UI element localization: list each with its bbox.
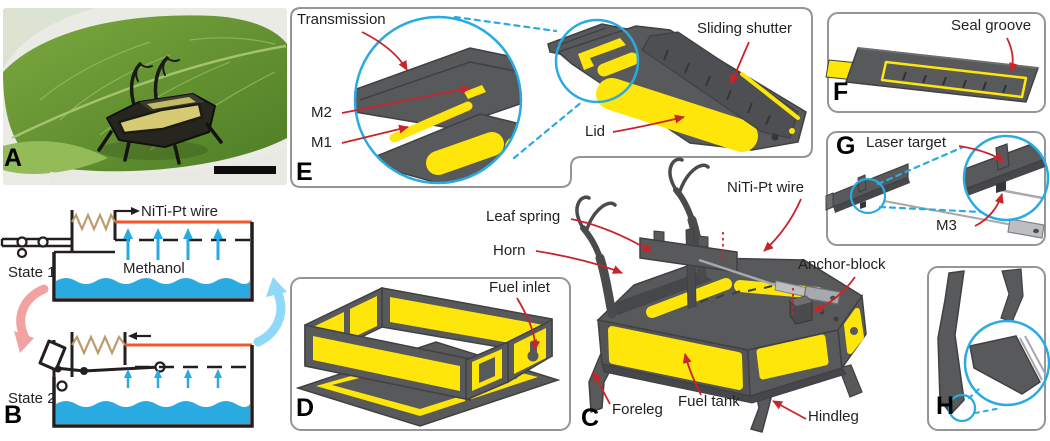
tank-state2 — [52, 345, 254, 428]
label-m2: M2 — [311, 104, 332, 121]
label-niti-wire-b: NiTi-Pt wire — [141, 203, 218, 220]
panel-c-leaders — [535, 198, 856, 420]
robot-photo — [97, 56, 223, 165]
panel-b-art — [0, 207, 287, 428]
panel-g-art — [825, 134, 1050, 239]
label-anchor-block: Anchor-block — [798, 256, 886, 273]
zoom-circle-small-g — [849, 177, 887, 215]
panel-g-letter: G — [836, 132, 856, 160]
label-fuel-tank: Fuel tank — [678, 393, 740, 410]
panel-c-letter: C — [581, 404, 600, 432]
panel-f-letter: F — [833, 78, 849, 106]
zoom-circle-small-h — [947, 393, 977, 423]
panel-a-letter: A — [4, 144, 23, 172]
label-state1: State 1 — [8, 264, 56, 281]
foot-closeup — [969, 335, 1048, 395]
m2-part — [464, 85, 486, 99]
sliding-shutter-part — [641, 31, 799, 139]
lever — [38, 339, 67, 372]
fuel-inlet-hole — [527, 350, 539, 362]
laser-target-tab — [857, 174, 867, 193]
niti-wire-part — [698, 258, 779, 288]
horn-left — [575, 195, 617, 319]
zoom-circle-large — [353, 15, 523, 185]
methanol-state1 — [56, 278, 250, 298]
spring-state1 — [71, 212, 116, 233]
label-laser-target: Laser target — [866, 134, 947, 151]
motion-arrow-left — [128, 332, 137, 340]
panel-b-letter: B — [4, 401, 23, 429]
zoom-circle-large-h — [963, 319, 1050, 407]
label-state2: State 2 — [8, 390, 56, 407]
alignment-dotted-lines — [722, 232, 794, 316]
panel-h-art — [937, 268, 1050, 423]
label-lid: Lid — [585, 123, 606, 140]
panel-c-art — [535, 157, 867, 433]
fuel-tank-window — [608, 326, 743, 390]
scale-bar — [214, 166, 276, 174]
label-seal-groove: Seal groove — [951, 17, 1032, 34]
label-foreleg: Foreleg — [612, 401, 663, 418]
wire-g — [883, 200, 1014, 226]
label-hindleg: Hindleg — [808, 408, 859, 425]
label-methanol: Methanol — [123, 260, 185, 277]
laser-target-closeup — [964, 136, 1048, 201]
label-m3: M3 — [936, 217, 957, 234]
panel-d-art — [295, 286, 561, 427]
cycle-arrow-up — [266, 277, 287, 297]
label-niti-wire-c: NiTi-Pt wire — [727, 179, 804, 196]
label-leaf-spring: Leaf spring — [486, 208, 561, 225]
seal-groove-leader — [1006, 37, 1018, 73]
cycle-arrow-down — [14, 331, 34, 353]
label-fuel-inlet: Fuel inlet — [489, 279, 550, 296]
zoom-circle-large-g — [962, 134, 1050, 222]
panel-d-letter: D — [296, 394, 315, 422]
seal-groove-outline — [880, 60, 1028, 99]
vapor-arrows-state1 — [123, 228, 223, 260]
zoom-connector-dashes — [453, 15, 585, 160]
panel-a-art — [3, 8, 287, 185]
tank-side-window — [313, 336, 460, 391]
panel-h-letter: H — [936, 392, 955, 420]
label-horn: Horn — [493, 242, 526, 259]
methanol-state2 — [56, 401, 250, 424]
panel-f-art — [825, 37, 1040, 103]
tank-state1 — [52, 222, 254, 302]
label-m1: M1 — [311, 134, 332, 151]
leaf — [3, 15, 287, 172]
leaf-spring-post — [685, 227, 697, 309]
vapor-arrows-state2 — [124, 369, 222, 388]
fuel-inlet-leader — [516, 297, 541, 351]
panel-g-leaders — [958, 145, 1004, 227]
spring-state2 — [71, 334, 126, 356]
label-sliding-shutter: Sliding shutter — [697, 20, 793, 37]
label-transmission: Transmission — [297, 11, 386, 28]
panel-e-leaders — [341, 31, 750, 144]
zoom-circle-small — [554, 18, 640, 104]
panel-e-letter: E — [296, 158, 313, 186]
motion-arrow-right — [131, 207, 140, 215]
